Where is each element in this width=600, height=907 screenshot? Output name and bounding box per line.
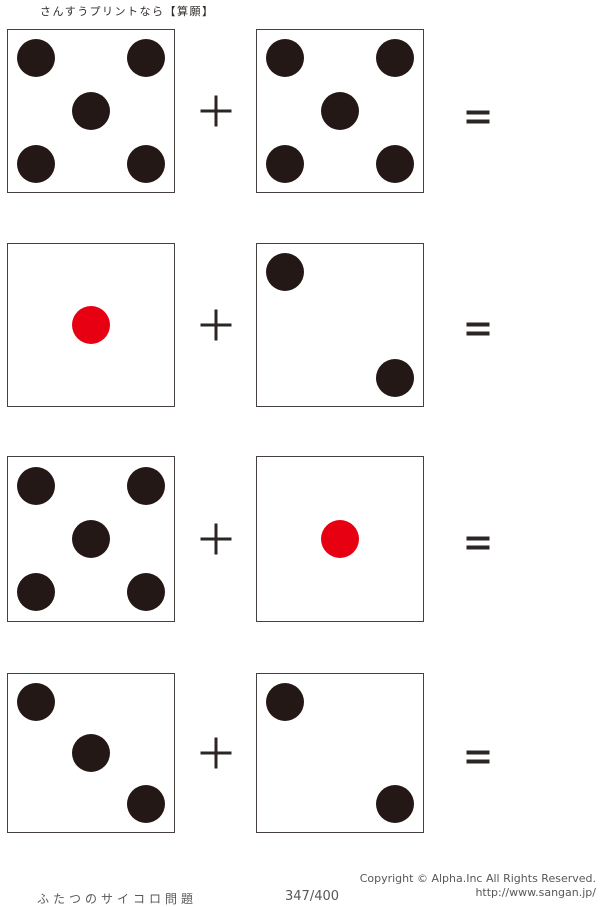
plus-bar-v (214, 737, 218, 769)
plus-bar-v (214, 523, 218, 555)
site-url: http://www.sangan.jp/ (475, 886, 596, 899)
die-pip-tl (266, 253, 305, 292)
die-pip-br (126, 573, 165, 612)
plus-bar-v (214, 309, 218, 341)
worksheet-title: ふたつのサイコロ問題 (37, 892, 198, 906)
site-header-label: さんすうプリントなら【算願】 (40, 5, 215, 18)
die-pip-tl (266, 682, 305, 721)
die-pip-br (126, 785, 165, 824)
page-number: 347/400 (285, 889, 340, 904)
die-pip-bl (17, 573, 56, 612)
equals-icon (466, 536, 490, 550)
die-pip-c (72, 520, 110, 558)
die (256, 29, 424, 193)
die (256, 243, 424, 407)
die-pip-c (72, 92, 110, 130)
die-pip-tr (126, 39, 165, 78)
die-pip-tl (17, 39, 56, 78)
die-pip-c (72, 734, 110, 772)
die-pip-br (375, 144, 414, 183)
die-pip-bl (17, 144, 56, 183)
plus-bar-v (214, 95, 218, 127)
die-pip-tl (266, 39, 305, 78)
die (256, 456, 424, 622)
plus-icon (200, 737, 232, 769)
die-pip-bl (266, 144, 305, 183)
die (7, 673, 175, 833)
die-pip-tr (375, 39, 414, 78)
equals-icon (466, 110, 490, 124)
die-pip-tr (126, 466, 165, 505)
die-pip-c (321, 520, 359, 558)
die-pip-br (375, 358, 414, 397)
die (7, 243, 175, 407)
die-pip-tl (17, 682, 56, 721)
die-pip-br (126, 144, 165, 183)
die (7, 456, 175, 622)
die-pip-br (375, 785, 414, 824)
die-pip-c (72, 306, 110, 344)
die-pip-tl (17, 466, 56, 505)
die-pip-c (321, 92, 359, 130)
copyright-block: Copyright © Alpha.Inc All Rights Reserve… (360, 872, 596, 900)
plus-icon (200, 95, 232, 127)
equals-icon (466, 322, 490, 336)
plus-icon (200, 523, 232, 555)
copyright-line: Copyright © Alpha.Inc All Rights Reserve… (359, 872, 596, 885)
die (7, 29, 175, 193)
equals-icon (466, 750, 490, 764)
die (256, 673, 424, 833)
plus-icon (200, 309, 232, 341)
